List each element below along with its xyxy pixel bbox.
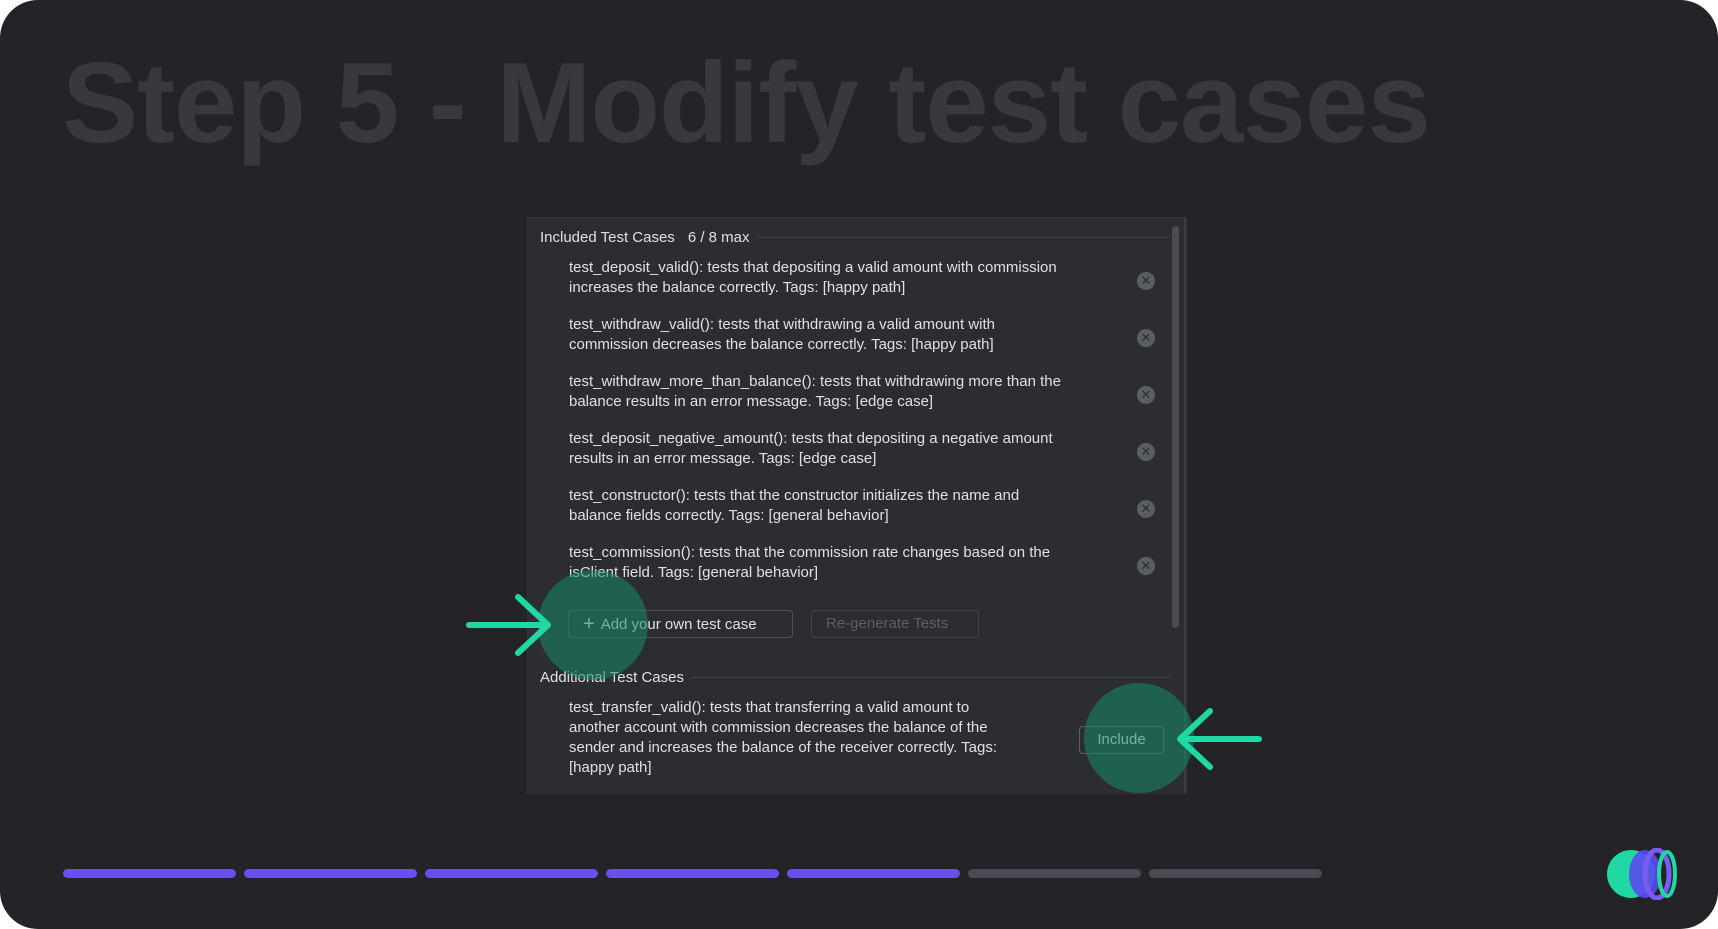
additional-section-header: Additional Test Cases xyxy=(540,669,1170,686)
test-case-line: increases the balance correctly. Tags: [… xyxy=(569,279,906,296)
test-case-line: test_deposit_valid(): tests that deposit… xyxy=(569,259,1057,276)
test-case-line: isClient field. Tags: [general behavior] xyxy=(569,564,819,581)
close-circle-icon[interactable]: ✕ xyxy=(1137,272,1155,290)
included-section-header: Included Test Cases 6 / 8 max xyxy=(540,229,1170,246)
test-case-line: test_withdraw_more_than_balance(): tests… xyxy=(569,373,1061,390)
close-circle-icon[interactable]: ✕ xyxy=(1137,443,1155,461)
arrow-right-icon xyxy=(466,594,551,656)
close-circle-icon[interactable]: ✕ xyxy=(1137,557,1155,575)
plus-icon: + xyxy=(583,613,595,635)
close-circle-icon[interactable]: ✕ xyxy=(1137,329,1155,347)
additional-header-label: Additional Test Cases xyxy=(540,669,684,686)
progress-segment xyxy=(425,869,598,878)
progress-segment xyxy=(787,869,960,878)
included-count: 6 / 8 max xyxy=(687,229,750,246)
included-test-case: test_commission(): tests that the commis… xyxy=(569,543,1139,583)
test-case-line: test_withdraw_valid(): tests that withdr… xyxy=(569,316,996,333)
include-button[interactable]: Include xyxy=(1079,726,1164,754)
test-case-line: [happy path] xyxy=(569,759,652,776)
included-test-case: test_withdraw_valid(): tests that withdr… xyxy=(569,315,1139,355)
progress-segment xyxy=(968,869,1141,878)
slide-title: Step 5 - Modify test cases xyxy=(62,40,1431,167)
test-case-line: test_commission(): tests that the commis… xyxy=(569,544,1051,561)
close-circle-icon[interactable]: ✕ xyxy=(1137,386,1155,404)
vertical-scrollbar[interactable] xyxy=(1172,226,1179,628)
add-test-case-button[interactable]: + Add your own test case xyxy=(568,610,793,638)
add-test-case-label: Add your own test case xyxy=(600,616,757,633)
additional-test-case: test_transfer_valid(): tests that transf… xyxy=(569,698,1069,778)
test-case-line: test_deposit_negative_amount(): tests th… xyxy=(569,430,1053,447)
step-progress xyxy=(63,869,1322,878)
test-case-line: another account with commission decrease… xyxy=(569,719,988,736)
regenerate-tests-button[interactable]: Re-generate Tests xyxy=(811,610,979,638)
included-test-case: test_deposit_negative_amount(): tests th… xyxy=(569,429,1139,469)
progress-segment xyxy=(244,869,417,878)
progress-segment xyxy=(1149,869,1322,878)
test-case-line: balance fields correctly. Tags: [general… xyxy=(569,507,889,524)
included-header-label: Included Test Cases xyxy=(540,229,675,246)
test-case-line: results in an error message. Tags: [edge… xyxy=(569,450,877,467)
section-divider xyxy=(691,677,1170,678)
test-case-line: commission decreases the balance correct… xyxy=(569,336,994,353)
arrow-left-icon xyxy=(1177,708,1262,770)
included-test-case: test_withdraw_more_than_balance(): tests… xyxy=(569,372,1139,412)
brand-logo-icon xyxy=(1607,848,1677,900)
panel-edge xyxy=(1184,218,1186,793)
included-test-case: test_deposit_valid(): tests that deposit… xyxy=(569,258,1139,298)
test-case-line: sender and increases the balance of the … xyxy=(569,739,998,756)
test-case-line: test_transfer_valid(): tests that transf… xyxy=(569,699,970,716)
included-test-case: test_constructor(): tests that the const… xyxy=(569,486,1139,526)
close-circle-icon[interactable]: ✕ xyxy=(1137,500,1155,518)
test-cases-panel: Included Test Cases 6 / 8 max test_depos… xyxy=(527,217,1187,794)
test-case-line: test_constructor(): tests that the const… xyxy=(569,487,1020,504)
progress-segment xyxy=(63,869,236,878)
section-divider xyxy=(757,237,1170,238)
test-case-line: balance results in an error message. Tag… xyxy=(569,393,934,410)
progress-segment xyxy=(606,869,779,878)
